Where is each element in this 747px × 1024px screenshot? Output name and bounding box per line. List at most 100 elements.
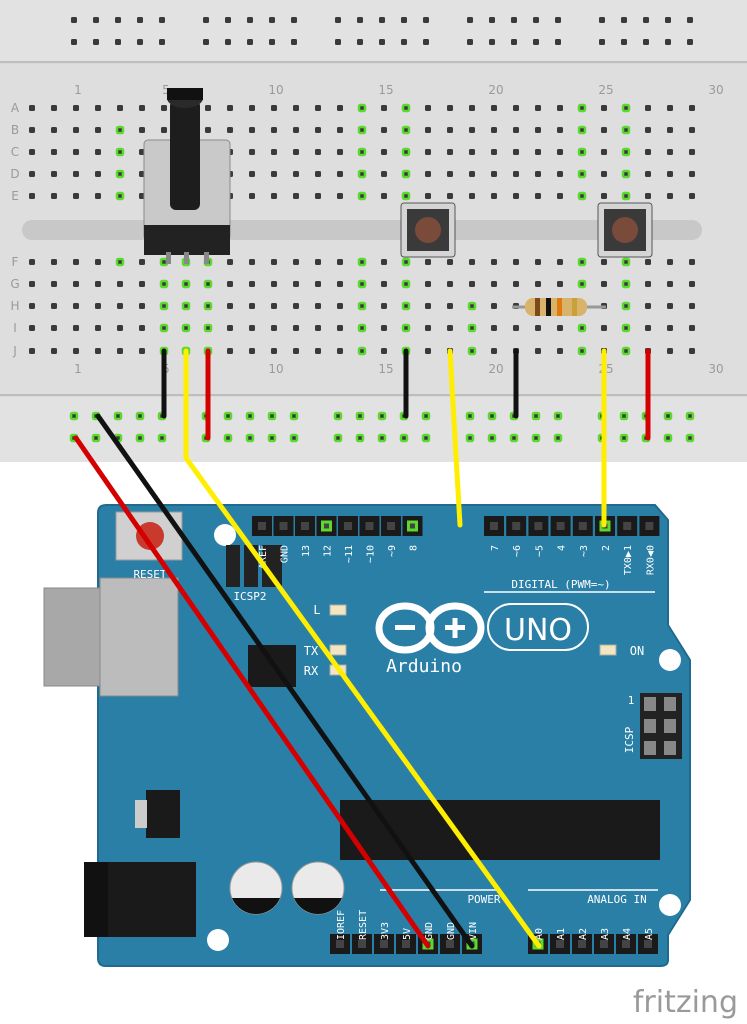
breadboard-hole	[315, 303, 321, 309]
breadboard-hole	[577, 147, 587, 157]
mounting-hole	[659, 649, 681, 671]
breadboard-hole	[447, 105, 453, 111]
breadboard-hole	[535, 127, 541, 133]
rail-hole	[93, 39, 99, 45]
breadboard-hole	[381, 149, 387, 155]
rail-hole	[289, 411, 299, 421]
breadboard-hole	[667, 325, 673, 331]
breadboard-hole	[139, 281, 145, 287]
breadboard-hole	[645, 105, 651, 111]
microcontroller-chip	[340, 800, 660, 860]
pin-socket	[645, 522, 654, 530]
breadboard-hole	[337, 259, 343, 265]
breadboard-hole	[469, 193, 475, 199]
pin-socket	[578, 522, 587, 530]
pin-socket	[644, 940, 652, 948]
breadboard-hole	[689, 171, 695, 177]
pin-label: 4	[557, 545, 568, 551]
rail-hole	[115, 39, 121, 45]
breadboard-hole	[557, 149, 563, 155]
breadboard-hole	[535, 149, 541, 155]
breadboard-hole	[469, 281, 475, 287]
breadboard-hole	[51, 105, 57, 111]
breadboard-hole	[51, 281, 57, 287]
breadboard-hole	[95, 193, 101, 199]
pin-socket	[407, 520, 418, 532]
pin-label: ~9	[387, 545, 398, 557]
row-letter: D	[10, 167, 19, 181]
breadboard-hole	[535, 105, 541, 111]
breadboard-hole	[73, 303, 79, 309]
breadboard-hole	[293, 193, 299, 199]
breadboard-hole	[51, 149, 57, 155]
pin-socket	[490, 522, 498, 530]
pushbutton-2	[597, 202, 653, 258]
pin-socket	[446, 940, 454, 948]
breadboard-hole	[645, 281, 651, 287]
pin-label: 5V	[402, 928, 413, 940]
mounting-hole	[659, 894, 681, 916]
rail-hole	[489, 17, 495, 23]
breadboard-hole	[337, 281, 343, 287]
breadboard-hole	[425, 259, 431, 265]
breadboard-hole	[557, 348, 563, 354]
breadboard-hole	[181, 279, 191, 289]
breadboard-hole	[117, 348, 123, 354]
pin-socket	[402, 940, 410, 948]
digital-label: DIGITAL (PWM=~)	[511, 578, 610, 591]
led-tx-label: TX	[304, 644, 319, 658]
breadboard-hole	[115, 169, 125, 179]
pin-socket	[534, 522, 543, 530]
breadboard-hole	[29, 105, 35, 111]
breadboard-hole	[401, 169, 411, 179]
breadboard-hole	[73, 127, 79, 133]
breadboard-hole	[249, 171, 255, 177]
breadboard-hole	[73, 348, 79, 354]
breadboard-hole	[249, 105, 255, 111]
breadboard-hole	[621, 125, 631, 135]
pin-label: A3	[600, 928, 611, 940]
mounting-hole	[207, 929, 229, 951]
breadboard-hole	[667, 193, 673, 199]
rail-hole	[619, 433, 629, 443]
breadboard-hole	[667, 303, 673, 309]
rail-hole	[203, 17, 209, 23]
breadboard-hole	[381, 171, 387, 177]
icsp-pin1-label: 1	[628, 694, 635, 707]
led-on	[599, 644, 617, 656]
capacitor-2	[291, 861, 345, 915]
breadboard-hole	[227, 127, 233, 133]
rail-hole	[225, 17, 231, 23]
rail-hole	[663, 433, 673, 443]
rail-hole	[335, 39, 341, 45]
breadboard-hole	[689, 325, 695, 331]
breadboard-hole	[447, 171, 453, 177]
breadboard-hole	[667, 259, 673, 265]
breadboard-hole	[401, 147, 411, 157]
breadboard-hole	[337, 127, 343, 133]
breadboard-hole	[513, 127, 519, 133]
rail-hole	[665, 17, 671, 23]
pin-label: 13	[301, 545, 312, 557]
pin-socket	[279, 522, 288, 530]
breadboard-hole	[425, 193, 431, 199]
rail-hole	[335, 17, 341, 23]
breadboard-hole	[159, 323, 169, 333]
breadboard-hole	[249, 149, 255, 155]
breadboard-hole	[337, 303, 343, 309]
breadboard-hole	[357, 147, 367, 157]
breadboard-hole	[645, 259, 651, 265]
breadboard-hole	[601, 171, 607, 177]
rail-hole	[401, 17, 407, 23]
breadboard-hole	[227, 303, 233, 309]
breadboard-hole	[95, 348, 101, 354]
rail-hole	[511, 39, 517, 45]
breadboard-hole	[401, 323, 411, 333]
rail-hole	[223, 433, 233, 443]
breadboard-hole	[203, 323, 213, 333]
pin-label: ~6	[512, 545, 523, 557]
breadboard-hole	[249, 348, 255, 354]
breadboard-hole	[689, 259, 695, 265]
rail-hole	[687, 17, 693, 23]
